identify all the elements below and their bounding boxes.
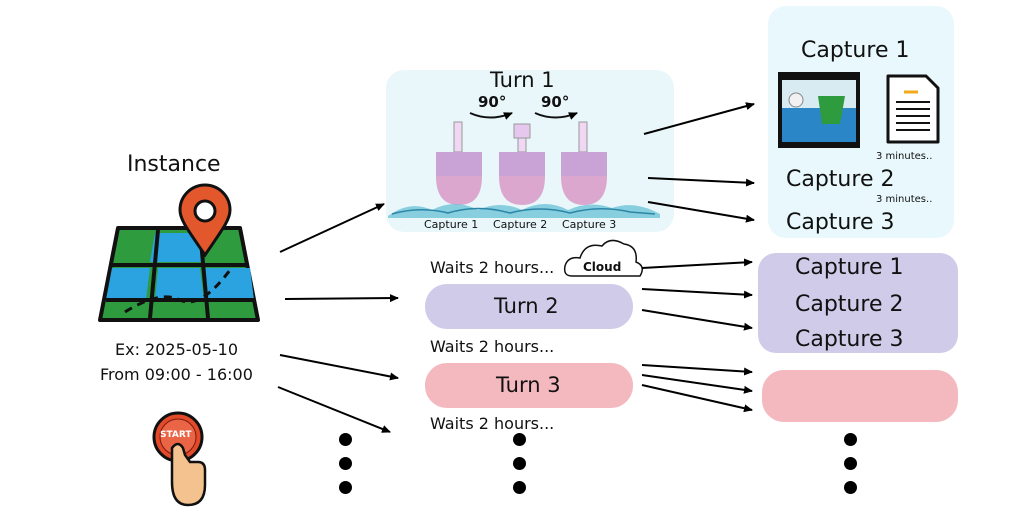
- buoy-icon: [561, 121, 607, 205]
- turn1-title: Turn 1: [490, 68, 555, 92]
- wait-label: Waits 2 hours...: [430, 414, 555, 433]
- buoy-icon: [499, 123, 545, 205]
- capture-label: Capture 3: [786, 210, 895, 235]
- turn3-title: Turn 3: [496, 373, 561, 397]
- document-icon: [886, 74, 940, 144]
- turn1-box: [386, 70, 674, 232]
- cloud-icon: [563, 239, 643, 277]
- capture-label: Capture 1: [795, 255, 904, 280]
- buoy-icon: [436, 121, 482, 205]
- location-pin-icon: [178, 183, 232, 258]
- continuation-dot: [513, 481, 526, 494]
- flow-arrow: [641, 258, 753, 331]
- wait-label: Waits 2 hours...: [430, 337, 555, 356]
- start-button-label: START: [160, 430, 192, 440]
- turn2-box: [425, 284, 633, 329]
- turn2-title: Turn 2: [494, 294, 559, 318]
- buoy-label: Capture 2: [493, 218, 548, 231]
- continuation-dot: [339, 481, 352, 494]
- start-button-icon: [152, 411, 207, 507]
- continuation-dot: [339, 433, 352, 446]
- water-waves-icon: [388, 204, 660, 218]
- captures-turn2-box: [758, 253, 958, 353]
- captures-turn3-box: [762, 370, 958, 422]
- cloud-label: Cloud: [583, 260, 622, 274]
- capture-label: Capture 2: [786, 167, 895, 192]
- underwater-photo-icon: [778, 72, 860, 148]
- rotation-label-left: 90°: [478, 93, 507, 111]
- turn3-box: [425, 363, 633, 408]
- continuation-dot: [513, 457, 526, 470]
- continuation-dot: [339, 457, 352, 470]
- continuation-dot: [513, 433, 526, 446]
- continuation-dot: [844, 457, 857, 470]
- rotation-icon: [469, 112, 578, 120]
- instance-example-date: Ex: 2025-05-10: [115, 340, 239, 359]
- continuation-dot: [844, 433, 857, 446]
- instance-example-time: From 09:00 - 16:00: [100, 365, 253, 384]
- flow-arrow: [643, 102, 755, 223]
- flow-arrow: [641, 364, 753, 413]
- instance-title: Instance: [127, 152, 221, 177]
- capture-label: Capture 2: [795, 292, 904, 317]
- rotation-label-right: 90°: [541, 93, 570, 111]
- capture-title: Capture 1: [801, 38, 910, 63]
- buoy-label: Capture 3: [562, 218, 617, 231]
- buoy-label: Capture 1: [424, 218, 479, 231]
- capture-duration: 3 minutes..: [876, 194, 933, 205]
- capture-duration: 3 minutes..: [876, 151, 933, 162]
- map-icon: [98, 226, 260, 322]
- continuation-dot: [844, 481, 857, 494]
- flow-arrow: [277, 203, 399, 433]
- wait-label: Waits 2 hours...: [430, 258, 555, 277]
- capture-label: Capture 3: [795, 327, 904, 352]
